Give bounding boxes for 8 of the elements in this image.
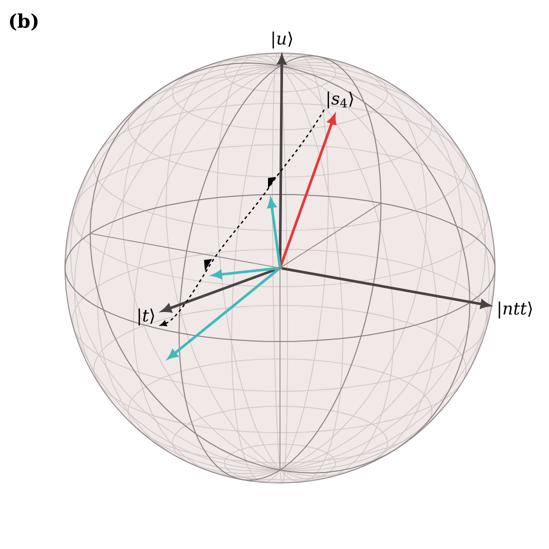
state-label: |u⟩ [272, 32, 292, 48]
state-label: |t⟩ [138, 308, 154, 326]
panel-label: (b) [10, 13, 38, 31]
state-label: |ntt⟩ [498, 302, 532, 318]
center-point [278, 266, 282, 270]
dashed-arrow [160, 109, 325, 326]
state-label: |s$_{4}$⟩ [328, 92, 354, 108]
arrow [168, 268, 280, 360]
